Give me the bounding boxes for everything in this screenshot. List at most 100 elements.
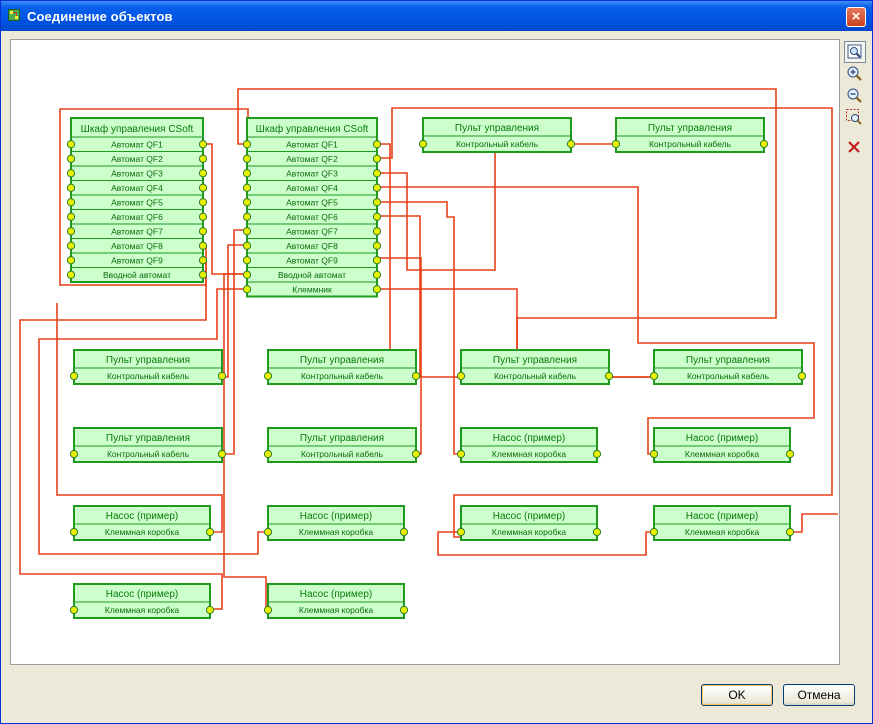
connection-wire[interactable] — [377, 201, 461, 455]
port-right[interactable] — [372, 154, 382, 163]
connection-wire[interactable] — [223, 273, 268, 610]
port-right[interactable] — [759, 139, 769, 149]
port-left[interactable] — [69, 371, 79, 381]
port-right[interactable] — [198, 256, 208, 265]
port-left[interactable] — [649, 449, 659, 459]
port-left[interactable] — [242, 154, 252, 163]
port-right[interactable] — [198, 154, 208, 163]
port-left[interactable] — [66, 154, 76, 163]
port-right[interactable] — [372, 241, 382, 250]
port-right[interactable] — [198, 227, 208, 236]
block-n3[interactable]: Насос (пример)Клеммная коробка — [69, 505, 215, 541]
port-right[interactable] — [198, 183, 208, 192]
port-left[interactable] — [66, 183, 76, 192]
port-left[interactable] — [456, 371, 466, 381]
port-right[interactable] — [785, 527, 795, 537]
port-left[interactable] — [66, 227, 76, 236]
port-right[interactable] — [372, 212, 382, 221]
port-right[interactable] — [198, 212, 208, 221]
ok-button[interactable]: OK — [701, 684, 773, 706]
port-left[interactable] — [263, 371, 273, 381]
port-left[interactable] — [66, 169, 76, 178]
connection-wire[interactable] — [19, 259, 223, 610]
port-right[interactable] — [217, 371, 227, 381]
port-left[interactable] — [242, 256, 252, 265]
port-right[interactable] — [198, 270, 208, 279]
port-right[interactable] — [372, 183, 382, 192]
connection-wire[interactable] — [220, 229, 247, 455]
port-left[interactable] — [66, 140, 76, 149]
port-left[interactable] — [611, 139, 621, 149]
port-right[interactable] — [592, 449, 602, 459]
port-right[interactable] — [411, 371, 421, 381]
delete-link-button[interactable] — [844, 137, 866, 159]
connection-wire[interactable] — [56, 303, 223, 533]
port-left[interactable] — [456, 527, 466, 537]
block-n2[interactable]: Насос (пример)Клеммная коробка — [649, 427, 795, 463]
block-n4[interactable]: Насос (пример)Клеммная коробка — [263, 505, 409, 541]
port-left[interactable] — [66, 212, 76, 221]
port-right[interactable] — [592, 527, 602, 537]
port-left[interactable] — [66, 241, 76, 250]
port-right[interactable] — [205, 527, 215, 537]
zoom-select-button[interactable] — [844, 107, 866, 129]
port-right[interactable] — [785, 449, 795, 459]
port-right[interactable] — [372, 198, 382, 207]
close-button[interactable]: × — [846, 7, 866, 27]
connection-wire[interactable] — [377, 215, 461, 378]
port-left[interactable] — [66, 198, 76, 207]
port-left[interactable] — [649, 371, 659, 381]
port-left[interactable] — [263, 527, 273, 537]
port-left[interactable] — [242, 198, 252, 207]
block-n5[interactable]: Насос (пример)Клеммная коробка — [456, 505, 602, 541]
port-right[interactable] — [566, 139, 576, 149]
zoom-out-button[interactable] — [844, 85, 866, 107]
port-right[interactable] — [411, 449, 421, 459]
port-right[interactable] — [604, 371, 614, 381]
title-bar[interactable]: Соединение объектов × — [1, 1, 872, 31]
port-right[interactable] — [198, 169, 208, 178]
connection-wire[interactable] — [789, 513, 838, 533]
port-left[interactable] — [69, 449, 79, 459]
block-n7[interactable]: Насос (пример)Клеммная коробка — [69, 583, 215, 619]
port-left[interactable] — [242, 270, 252, 279]
port-right[interactable] — [399, 605, 409, 615]
connection-wire[interactable] — [437, 531, 654, 556]
port-right[interactable] — [198, 140, 208, 149]
connection-wire[interactable] — [38, 288, 268, 555]
port-right[interactable] — [198, 198, 208, 207]
port-left[interactable] — [242, 227, 252, 236]
port-left[interactable] — [418, 139, 428, 149]
port-left[interactable] — [242, 183, 252, 192]
port-left[interactable] — [456, 449, 466, 459]
port-left[interactable] — [66, 270, 76, 279]
port-left[interactable] — [242, 241, 252, 250]
port-right[interactable] — [399, 527, 409, 537]
port-right[interactable] — [372, 270, 382, 279]
port-left[interactable] — [263, 605, 273, 615]
zoom-fit-button[interactable] — [844, 41, 866, 63]
port-right[interactable] — [198, 241, 208, 250]
port-right[interactable] — [217, 449, 227, 459]
port-right[interactable] — [372, 227, 382, 236]
port-right[interactable] — [372, 140, 382, 149]
connection-wire[interactable] — [377, 107, 833, 538]
port-left[interactable] — [69, 527, 79, 537]
port-left[interactable] — [242, 140, 252, 149]
port-right[interactable] — [372, 256, 382, 265]
port-right[interactable] — [372, 169, 382, 178]
port-left[interactable] — [242, 212, 252, 221]
port-right[interactable] — [372, 285, 382, 294]
